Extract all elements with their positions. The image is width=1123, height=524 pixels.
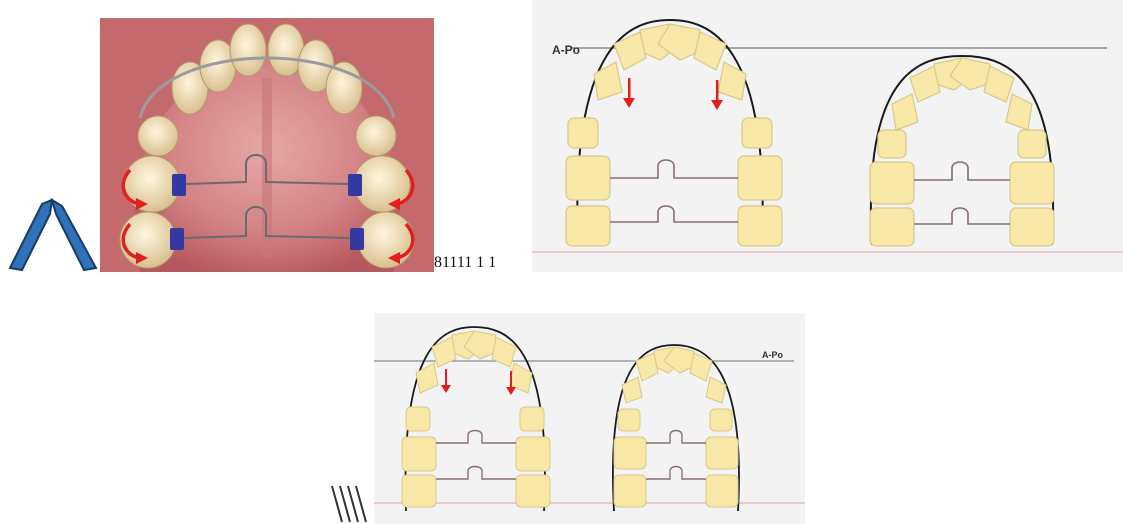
arch-diagram-top: A-Po (532, 0, 1123, 272)
a-po-label: A-Po (552, 43, 580, 57)
photo-caption: 81111 1 1 (434, 254, 496, 272)
a-po-label: A-Po (762, 350, 783, 360)
arch-diagram-bottom: A-Po (374, 313, 805, 524)
upper-arch-photo (100, 18, 434, 272)
blue-chevron-arrows-icon (4, 196, 102, 272)
hatch-marks-icon (328, 484, 374, 524)
